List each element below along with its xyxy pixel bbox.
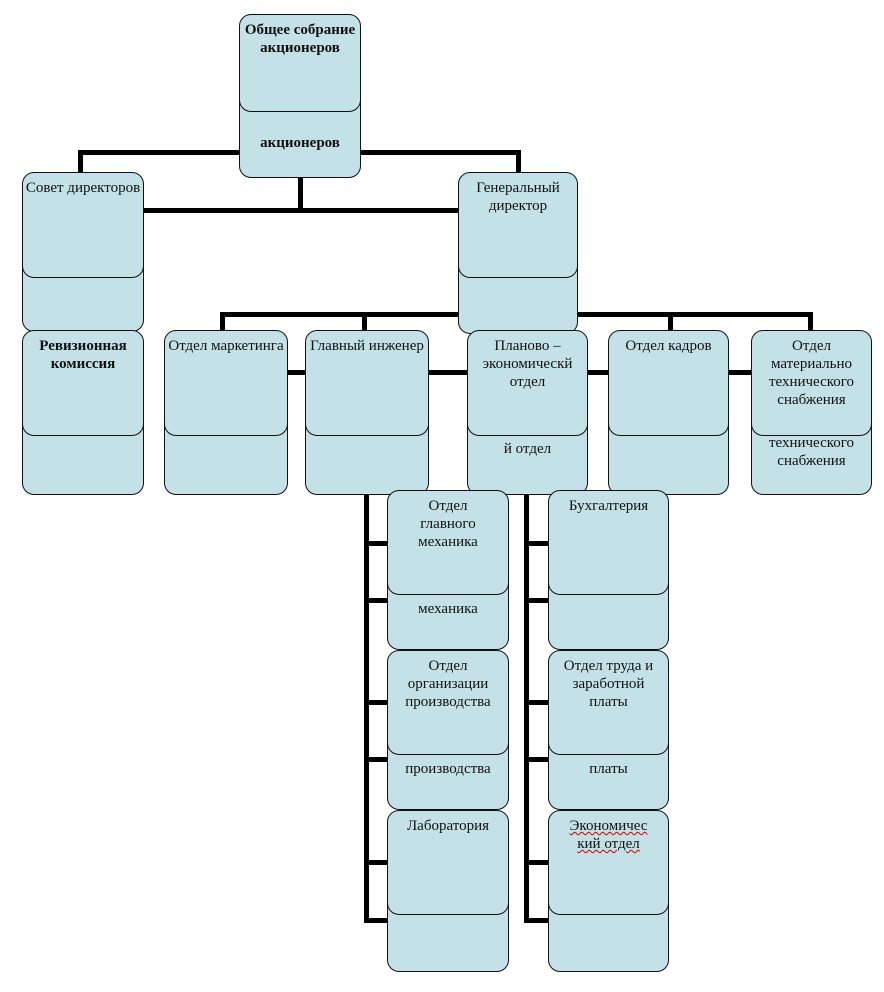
node-overflow-text: технического снабжения <box>768 435 855 469</box>
node-production-org: производства Отдел организации производс… <box>387 650 509 810</box>
connector-to-ceo <box>516 150 521 175</box>
node-overflow-text: производства <box>405 761 491 777</box>
node-box: Отдел материально технического снабжения <box>751 330 872 436</box>
connector-accounting-tick <box>524 598 548 603</box>
node-overflow-text: й отдел <box>503 441 552 457</box>
connector-to-production-org <box>364 700 388 705</box>
connector-to-hr <box>668 312 673 334</box>
connector-mechanic-tick <box>364 598 388 603</box>
connector-stub-planning <box>429 370 467 375</box>
node-overflow-text: механика <box>418 601 478 617</box>
connector-stub-supply <box>729 370 751 375</box>
node-box: Лаборатория <box>387 810 509 915</box>
node-box: Отдел кадров <box>608 330 729 436</box>
node-box: Генеральный директор <box>458 172 578 278</box>
node-box: Совет директоров <box>22 172 144 278</box>
node-label: Экономичес кий отдел <box>569 818 648 852</box>
node-chief-engineer: Главный инженер <box>305 330 429 495</box>
connector-to-board <box>78 150 83 175</box>
connector-stub-hr <box>588 370 608 375</box>
node-audit: Ревизионная комиссия <box>22 330 144 495</box>
node-marketing: Отдел маркетинга <box>164 330 288 495</box>
connector-engineer-spine <box>364 435 369 923</box>
node-box: Планово – экономическй отдел <box>467 330 588 436</box>
node-hr: Отдел кадров <box>608 330 729 495</box>
connector-labor-tick <box>524 757 548 762</box>
node-chief-mechanic: механика Отдел главного механика <box>387 490 509 650</box>
node-labor-wages: платы Отдел труда и заработной платы <box>548 650 669 810</box>
connector-production-tick <box>364 757 388 762</box>
connector-to-supply <box>808 312 813 334</box>
node-supply: технического снабжения Отдел материально… <box>751 330 872 495</box>
node-box: Отдел главного механика <box>387 490 509 595</box>
node-box: Отдел организации производства <box>387 650 509 755</box>
connector-board-ceo <box>144 208 460 213</box>
node-accounting: Бухгалтерия <box>548 490 669 650</box>
node-box: Ревизионная комиссия <box>22 330 144 436</box>
connector-to-accounting <box>524 541 548 546</box>
node-overflow-text: акционеров <box>260 135 340 151</box>
node-box: Главный инженер <box>305 330 429 436</box>
connector-economic-tick <box>524 918 548 923</box>
node-board: Совет директоров <box>22 172 144 332</box>
node-economic: Экономичес кий отдел <box>548 810 669 972</box>
node-box: Отдел труда и заработной платы <box>548 650 669 755</box>
connector-laboratory-tick <box>364 918 388 923</box>
connector-to-chief-mechanic <box>364 541 388 546</box>
node-box: Общее собрание акционеров <box>239 14 361 112</box>
connector-planning-spine <box>524 435 529 923</box>
connector-stub-marketing <box>288 370 306 375</box>
node-overflow-text: платы <box>589 761 628 777</box>
node-box: Экономичес кий отдел <box>548 810 669 915</box>
node-box: Отдел маркетинга <box>164 330 288 436</box>
connector-to-marketing <box>220 312 225 334</box>
node-ceo: Генеральный директор <box>458 172 578 334</box>
connector-to-economic <box>524 860 548 865</box>
node-box: Бухгалтерия <box>548 490 669 595</box>
connector-to-labor-wages <box>524 700 548 705</box>
node-planning: й отдел Планово – экономическй отдел <box>467 330 588 495</box>
connector-to-chief-engineer <box>362 312 367 334</box>
connector-to-laboratory <box>364 860 388 865</box>
node-shareholders: акционеров Общее собрание акционеров <box>239 14 361 178</box>
node-laboratory: Лаборатория <box>387 810 509 972</box>
